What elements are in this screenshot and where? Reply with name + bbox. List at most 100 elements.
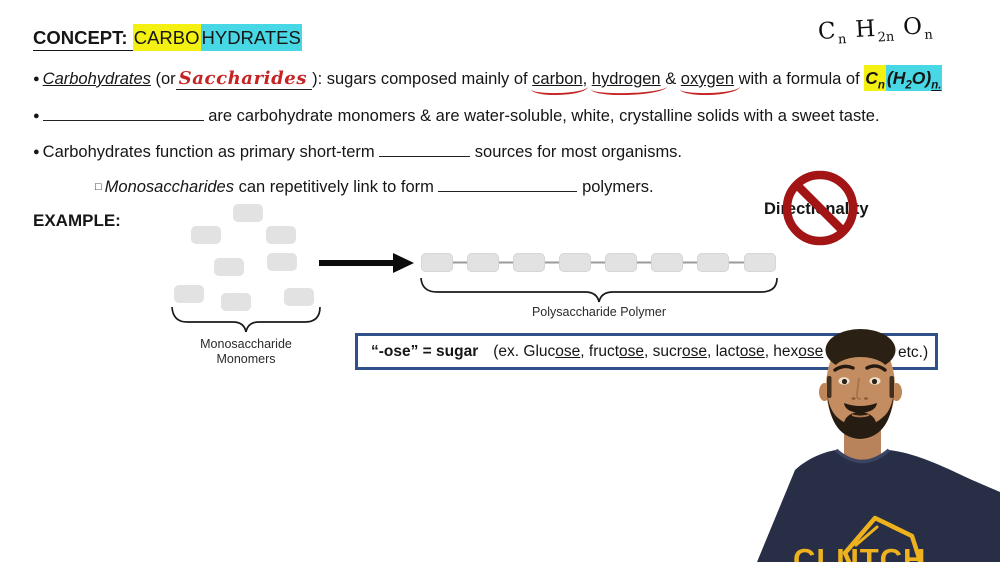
word-carbon: carbon bbox=[532, 70, 583, 88]
iris bbox=[841, 378, 848, 385]
formula-c: C bbox=[865, 68, 878, 88]
word-hydrogen: hydrogen bbox=[591, 70, 661, 88]
polymer-label: Polysaccharide Polymer bbox=[531, 305, 667, 319]
monomer-block bbox=[191, 226, 221, 244]
ose-etc-text: etc.) bbox=[898, 344, 929, 361]
formula-2: 2 bbox=[905, 79, 912, 92]
formula-cyan-part: (H2O)n. bbox=[885, 65, 943, 92]
example-label: EXAMPLE: bbox=[33, 211, 121, 230]
polymer-block bbox=[559, 253, 591, 272]
b1-sep2: & bbox=[660, 70, 681, 88]
monomer-block bbox=[221, 293, 251, 311]
nose bbox=[855, 377, 862, 400]
polymer-block bbox=[744, 253, 776, 272]
formula-h: (H bbox=[886, 68, 906, 88]
b1-sep1: , bbox=[582, 70, 592, 88]
mustache bbox=[844, 403, 877, 413]
bullet-icon: ● bbox=[33, 110, 40, 122]
formula-o: O) bbox=[911, 68, 932, 88]
shirt-logo-text: CLUTCH bbox=[793, 542, 926, 562]
sub-text1: can repetitively link to form bbox=[233, 178, 439, 196]
word-oxygen: oxygen bbox=[680, 70, 735, 88]
formula-n2: n. bbox=[931, 79, 942, 92]
ose-bold-text: “-ose” = sugar bbox=[371, 342, 479, 360]
handwritten-formula: Cn H2n On bbox=[817, 13, 933, 49]
monomer-block bbox=[174, 285, 204, 303]
ex-ose: ose bbox=[555, 342, 581, 360]
iris bbox=[871, 378, 878, 385]
handwritten-saccharides: Saccharides bbox=[178, 68, 308, 89]
person-illustration: CLUTCH bbox=[757, 329, 1000, 562]
ex-word: Gluc bbox=[523, 342, 556, 360]
eyebrow bbox=[833, 364, 855, 372]
monomer-block bbox=[233, 204, 263, 222]
ex-word: , hex bbox=[764, 342, 799, 360]
shirt bbox=[757, 450, 1000, 562]
polymer-block bbox=[421, 253, 453, 272]
bullet-energy: ●Carbohydrates function as primary short… bbox=[33, 143, 682, 162]
monomer-label-line2: Monomers bbox=[216, 352, 276, 366]
bullet-monomers: ● are carbohydrate monomers & are water-… bbox=[33, 107, 880, 126]
nostril bbox=[864, 397, 868, 400]
title-highlight-cyan: HYDRATES bbox=[200, 24, 302, 51]
polymer-block bbox=[651, 253, 683, 272]
hf-o-sub: n bbox=[924, 27, 934, 44]
formula-yellow-part: Cn bbox=[864, 65, 886, 92]
fill-in-blank bbox=[438, 178, 578, 192]
arrow-icon bbox=[319, 253, 414, 273]
ex-ose: ose bbox=[739, 342, 765, 360]
square-bullet-icon: □ bbox=[95, 181, 102, 193]
polymer-block bbox=[513, 253, 545, 272]
term-monosaccharides: Monosaccharides bbox=[104, 178, 234, 196]
polymer-block bbox=[697, 253, 729, 272]
polymer-block bbox=[467, 253, 499, 272]
b3-text1: Carbohydrates function as primary short-… bbox=[42, 143, 380, 161]
monomer-block bbox=[267, 253, 297, 271]
monomer-label: Monosaccharide Monomers bbox=[176, 337, 316, 367]
ex-ose: ose bbox=[681, 342, 707, 360]
title-prefix: CONCEPT: bbox=[33, 27, 133, 48]
nostril bbox=[851, 397, 856, 400]
ex-ose: ose bbox=[619, 342, 645, 360]
chemical-formula: Cn(H2O)n. bbox=[864, 65, 943, 92]
title-highlight-yellow: CARBO bbox=[132, 24, 201, 51]
ex-word: , lact bbox=[706, 342, 740, 360]
ose-examples: (ex. Glucose, fructose, sucrose, lactose… bbox=[493, 343, 823, 361]
ex-prefix: (ex. bbox=[493, 342, 524, 360]
fill-in-blank bbox=[42, 107, 204, 121]
hf-h: H bbox=[854, 15, 878, 44]
b1-text: (or bbox=[150, 70, 176, 88]
bullet-icon: ● bbox=[33, 146, 40, 158]
shirt-logo-hexagon bbox=[842, 515, 923, 562]
subbullet-polymers: □Monosaccharides can repetitively link t… bbox=[95, 178, 654, 197]
beard bbox=[827, 390, 894, 439]
fill-in-blank bbox=[379, 143, 471, 157]
monomer-block bbox=[266, 226, 296, 244]
sideburn bbox=[889, 376, 894, 398]
sideburn bbox=[827, 376, 832, 398]
ex-word: , sucr bbox=[644, 342, 682, 360]
sub-text2: polymers. bbox=[577, 178, 654, 196]
hf-o: O bbox=[902, 13, 925, 41]
b2-text: are carbohydrate monomers & are water-so… bbox=[203, 107, 880, 125]
goatee bbox=[844, 412, 876, 436]
bullet-icon: ● bbox=[33, 73, 40, 85]
monomer-block bbox=[214, 258, 244, 276]
hf-c: C bbox=[817, 17, 839, 45]
polymer-block bbox=[605, 253, 637, 272]
b1-text3: with a formula of bbox=[734, 70, 865, 88]
webcam-person: CLUTCH bbox=[740, 315, 1000, 562]
ex-ose: ose bbox=[798, 342, 824, 360]
handwritten-answer-line: Saccharides bbox=[175, 68, 313, 90]
formula-n1: n bbox=[877, 79, 885, 92]
term-carbohydrates: Carbohydrates bbox=[42, 70, 151, 88]
ex-word: , fruct bbox=[580, 342, 620, 360]
monomer-label-line1: Monosaccharide bbox=[200, 337, 292, 351]
directionality-label: Directionality bbox=[764, 200, 869, 218]
monomer-block bbox=[284, 288, 314, 306]
eyebrow bbox=[865, 364, 887, 372]
